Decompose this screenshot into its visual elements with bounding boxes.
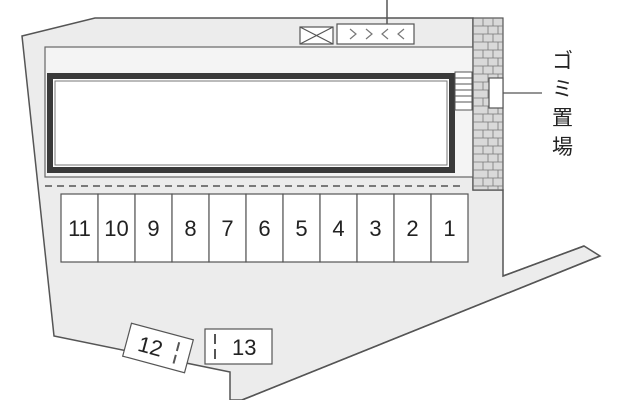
parking-space-11 (60, 193, 99, 263)
garbage-label-char: 場 (552, 135, 573, 159)
parking-space-box (204, 328, 273, 365)
parking-space-9 (134, 193, 173, 263)
garbage-label-char: ゴ (552, 49, 573, 73)
parking-space-number: 4 (332, 216, 344, 241)
garbage-area-box (488, 77, 504, 109)
parking-space-4 (319, 193, 358, 263)
parking-space-number: 13 (232, 335, 256, 360)
garbage-area-label: ゴ ミ 置 場 (552, 49, 573, 159)
garbage-label-char: 置 (552, 106, 573, 130)
wheel-stop (175, 342, 181, 352)
parking-space-13: 13 (204, 328, 273, 365)
garbage-label-char: ミ (552, 77, 573, 101)
parking-space-box (121, 322, 195, 374)
parking-space-number: 7 (221, 216, 233, 241)
parking-space-12: 12 (121, 322, 195, 374)
parking-space-number: 11 (68, 216, 91, 241)
parking-space-8 (171, 193, 210, 263)
parking-space-number: 5 (295, 216, 307, 241)
parking-space-1 (430, 193, 469, 263)
parking-space-7 (208, 193, 247, 263)
road-edge-line (241, 255, 601, 400)
parking-space-number: 9 (147, 216, 159, 241)
parking-space-number: 2 (406, 216, 418, 241)
parking-space-number: 3 (369, 216, 381, 241)
building-inner-outline (54, 80, 448, 166)
parking-space-number: 10 (104, 216, 128, 241)
apartment-building (47, 73, 455, 173)
stairs (454, 71, 473, 111)
parking-space-5 (282, 193, 321, 263)
parking-space-number: 6 (258, 216, 270, 241)
parking-space-number: 8 (184, 216, 196, 241)
wheel-stop (172, 354, 177, 364)
parking-space-6 (245, 193, 284, 263)
road-edge-line (502, 245, 585, 277)
parking-space-3 (356, 193, 395, 263)
entrance-gate (336, 23, 415, 45)
parking-space-number: 1 (443, 216, 455, 241)
crossed-box (299, 26, 334, 45)
